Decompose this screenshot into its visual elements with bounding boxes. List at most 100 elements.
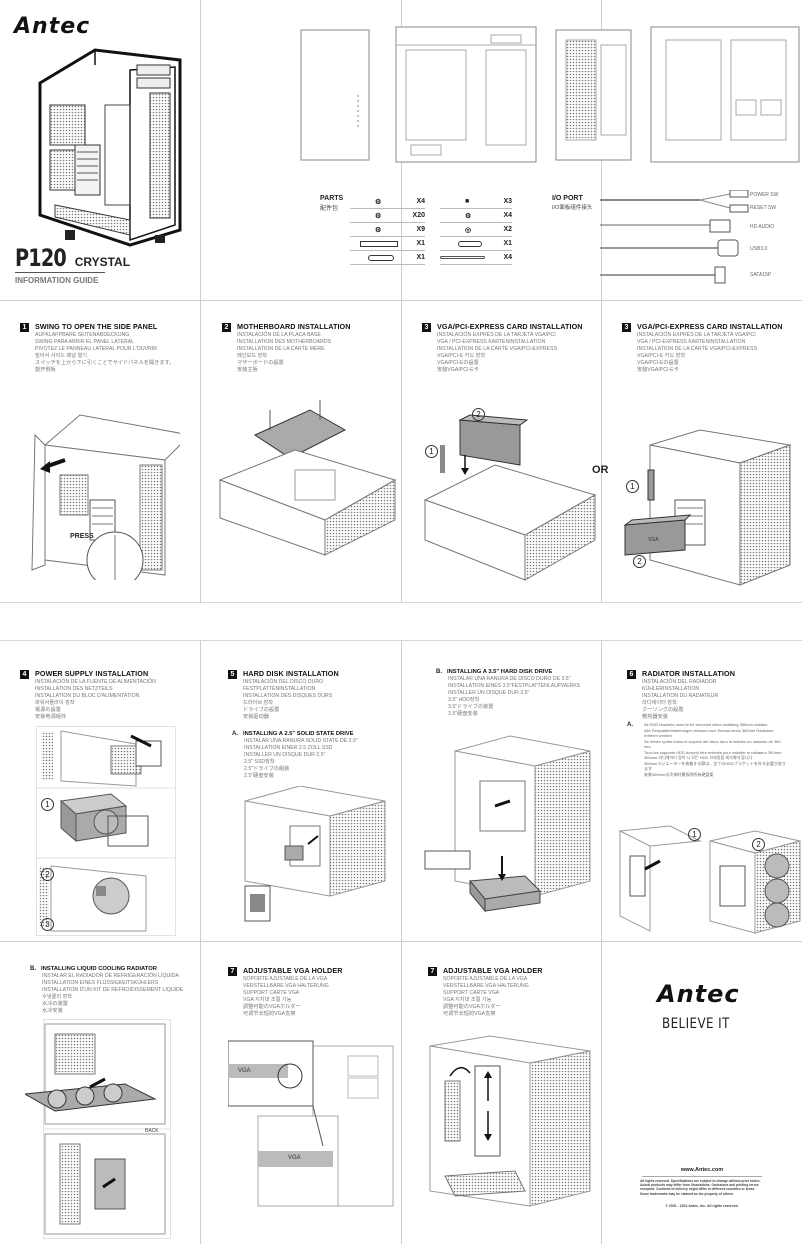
radiator-note: A. All HDD brackets need to be removed w… [627,722,786,777]
buzzer-icon [458,240,482,247]
or-label: OR [592,464,609,476]
step-number: 4 [20,670,29,679]
back-cover: Antec BELIEVE IT www.Antec.com All right… [602,942,802,1244]
step-1-header: 1 SWING TO OPEN THE SIDE PANEL AUFKLAPPB… [20,322,174,374]
step-number: 6 [627,670,636,679]
thumbscrew-icon: ⚙ [375,226,382,234]
parts-row: X1 [350,237,425,251]
antec-logo: Antec [657,980,740,1008]
step-title: SWING TO OPEN THE SIDE PANEL [35,322,158,331]
io-connector-label: POWER SW [750,192,779,198]
step-marker: 2 [752,838,765,851]
radiator-illustration [618,825,801,934]
cover-subtitle: INFORMATION GUIDE [15,276,99,285]
vga-card-label: VGA [648,537,659,543]
io-connector-label: HD AUDIO [750,224,775,230]
copyright: © 2001 - 2021 Antec, Inc. All rights res… [665,1204,739,1208]
step-title: ADJUSTABLE VGA HOLDER [443,966,543,975]
step-5-header: 5 HARD DISK INSTALLATION INSTALACIÓN DEL… [228,669,339,721]
liquid-cooling-illustration [25,1023,170,1235]
back-callout: BACK [145,1128,159,1134]
case-illustration [38,48,182,247]
parts-row: X1 [350,251,425,265]
step-7a-header: 7 ADJUSTABLE VGA HOLDER SOPORTE AJUSTABL… [228,966,343,1018]
step-number: 3 [622,323,631,332]
case-views-diagram [300,26,800,163]
io-port: I/O PORT I/O面板组件接头 POWER SW RESET SW HD … [550,190,802,290]
psu-illustration [36,730,176,932]
io-connector-label: RESET SW [750,205,777,211]
guide-sheet-back: 4 POWER SUPPLY INSTALLATION INSTALACIÓN … [0,640,802,1244]
step-title: VGA/PCI-EXPRESS CARD INSTALLATION [437,322,583,331]
parts-row: ⚙X9 [350,223,425,237]
step-marker: 2 [41,868,54,881]
cable-tie-icon [440,256,485,259]
io-port-title-cn: I/O面板组件接头 [552,205,593,211]
antec-logo: Antec [14,14,91,39]
step-4-header: 4 POWER SUPPLY INSTALLATION INSTALACIÓN … [20,669,156,721]
parts-row: ■X3 [440,195,512,209]
step-number: 2 [222,323,231,332]
bracket-icon [360,240,398,247]
step-translations: INSTALACIÓN EXPRÉS DE LA TARJETA VGA/PCI… [437,332,557,373]
hdd-subsection: B.INSTALLING A 3.5" HARD DISK DRIVE INST… [436,669,581,717]
screw-icon: ⚙ [465,212,472,220]
vga-label-inset: VGA [238,1068,251,1074]
step-title: RADIATOR INSTALLATION [642,669,735,678]
parts-list: PARTS 配件包 ⚙X4 ⚙X20 ⚙X9 X1 X1 ■X3 ⚙X4 ◎X2… [320,195,550,275]
step-marker: 3 [41,918,54,931]
psu-step-frame [36,726,176,936]
step-translations: INSTALACIÓN DE LA PLACA BASE INSTALLATIO… [237,332,332,373]
disclaimer: All rights reserved. Specifications are … [640,1179,761,1196]
tagline: BELIEVE IT [662,1016,730,1032]
plate-icon [368,254,394,261]
io-cables-diagram [600,190,749,284]
cover-panel: Antec P120 CRYSTAL INFORMATION GUIDE [0,0,200,300]
website-link[interactable]: www.Antec.com [680,1167,724,1173]
parts-row: ⚙X4 [440,209,512,223]
step-translations: SOPORTE AJUSTABLE DE LA VGA VERSTELLBARE… [443,976,529,1017]
step-number: 7 [428,967,437,976]
step-marker: 1 [626,480,639,493]
parts-row: ⚙X20 [350,209,425,223]
step-title: POWER SUPPLY INSTALLATION [35,669,149,678]
step-translations: INSTALACIÓN DEL DISCO DURO FESTPLATTENIN… [243,679,333,720]
step-number: 3 [422,323,431,332]
parts-row: ⚙X4 [350,195,425,209]
vga-holder-illustration [228,1040,394,1207]
io-connector-label: USB3.0 [750,246,768,252]
step-title: ADJUSTABLE VGA HOLDER [243,966,343,975]
step-marker: 2 [472,408,485,421]
io-port-title: I/O PORT [552,195,583,202]
screw-icon: ⚙ [375,198,382,206]
step-title: VGA/PCI-EXPRESS CARD INSTALLATION [637,322,783,331]
step-marker: 1 [41,798,54,811]
ssd-subsection: A.INSTALLING A 2.5" SOLID STATE DRIVE IN… [232,731,358,779]
sheet-gap [0,603,802,640]
step-number: 7 [228,967,237,976]
step-translations: INSTALACIÓN EXPRÉS DE LA TARJETA VGA/PCI… [637,332,757,373]
step-number: 1 [20,323,29,332]
hdd-illustration [424,735,591,913]
step-title: MOTHERBOARD INSTALLATION [237,322,351,331]
vga-label-main: VGA [288,1155,301,1161]
step-number: 5 [228,670,237,679]
model-name: P120 CRYSTAL [15,244,131,272]
step-2-header: 2 MOTHERBOARD INSTALLATION INSTALACIÓN D… [222,322,351,374]
parts-title: PARTS [320,195,344,202]
side-panel-illustration [31,414,180,580]
step-marker: 2 [633,555,646,568]
step-translations: AUFKLAPPBARE SEITENABDECKUNG SWING PARA … [35,332,175,373]
step-title: HARD DISK INSTALLATION [243,669,339,678]
vga-install-illustration-a [423,414,597,581]
step-translations: INSTALACIÓN DE LA FUENTE DE ALIMENTACIÓN… [35,679,156,720]
liquid-cooling-subsection: B.INSTALLING LIQUID COOLING RADIATOR INS… [30,966,184,1014]
screw-icon: ⚙ [375,212,382,220]
ssd-illustration [244,786,386,922]
parts-row: X1 [440,237,512,251]
step-marker: 1 [425,445,438,458]
step-7b-header: 7 ADJUSTABLE VGA HOLDER SOPORTE AJUSTABL… [428,966,543,1018]
vga-holder-adjust-illustration [429,1035,591,1207]
parts-title-cn: 配件包 [320,206,339,212]
step-translations: INSTALACIÓN DEL RADIADOR KÜHLERINSTALLAT… [642,679,719,720]
